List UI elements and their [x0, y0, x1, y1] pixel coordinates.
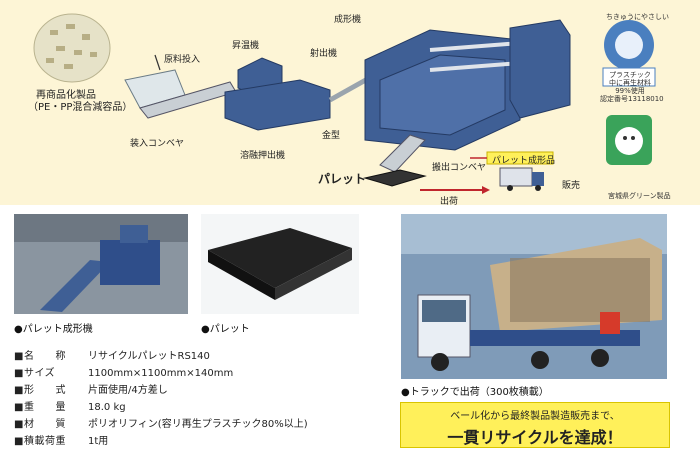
recycled-products-label: 再商品化製品 — [36, 90, 96, 101]
molding-machine-label: 成形機 — [334, 15, 362, 25]
spec-key: ■サイズ — [14, 368, 56, 379]
process-diagram — [0, 0, 700, 205]
out-conveyor-label: 搬出コンベヤ — [432, 163, 487, 173]
spec-key: ■重 量 — [14, 402, 66, 413]
eco-badge-arc-text: ちきゅうにやさしい — [606, 13, 669, 21]
pallet-product — [363, 169, 427, 187]
spec-row: ■積載荷重 1t用 — [14, 433, 308, 450]
pallet-label: パレット — [318, 172, 367, 186]
input-conveyor-label: 装入コンベヤ — [130, 139, 185, 149]
mold-label: 金型 — [322, 131, 341, 141]
pallet-caption: ●パレット — [201, 324, 250, 335]
green-product-label: 宮城県グリーン製品 — [608, 192, 671, 200]
recycling-callout: ベール化から最終製品製造販売まで、 一貫リサイクルを達成！ — [400, 402, 670, 448]
spec-row: ■形 式 片面使用/4方差し — [14, 382, 308, 399]
callout-line1: ベール化から最終製品製造販売まで、 — [450, 411, 620, 422]
spec-key: ■積載荷重 — [14, 436, 66, 447]
melt-extruder — [224, 79, 331, 131]
spec-row: ■材 質 ポリオリフィン(容リ再生プラスチック80%以上) — [14, 416, 308, 433]
spec-row: ■名 称 リサイクルパレットRS140 — [14, 348, 308, 365]
spec-value: ポリオリフィン(容リ再生プラスチック80%以上) — [88, 419, 308, 430]
material-input-label: 原料投入 — [164, 55, 201, 65]
spec-value: 1t用 — [88, 436, 109, 447]
spec-value: 片面使用/4方差し — [88, 385, 168, 396]
recycled-products-sub-label: （PE・PP混合減容品） — [28, 102, 133, 113]
melt-extruder-label: 溶融押出機 — [240, 151, 286, 161]
spec-list: ■名 称 リサイクルパレットRS140 ■サイズ 1100mm×1100mm×140… — [14, 348, 308, 450]
truck-caption: ●トラックで出荷（300枚積載） — [401, 387, 549, 398]
out-conveyor — [379, 134, 426, 173]
spec-key: ■名 称 — [14, 351, 66, 362]
sales-label: 販売 — [562, 181, 581, 191]
spec-row: ■重 量 18.0 kg — [14, 399, 308, 416]
molding-clamp — [509, 19, 571, 119]
cert-number: 認定番号13118010 — [600, 95, 664, 103]
truck-cargo — [499, 167, 533, 187]
pallet-product-label: パレット成形品 — [492, 156, 556, 166]
callout-line2: 一貫リサイクルを達成！ — [447, 428, 623, 447]
eco-badge-text: プラスチック中に再生材料99%使用 — [609, 71, 651, 95]
heater-label: 昇温機 — [232, 41, 260, 51]
injection-unit-label: 射出機 — [310, 49, 338, 59]
spec-key: ■材 質 — [14, 419, 66, 430]
spec-value: 1100mm×1100mm×140mm — [88, 368, 234, 379]
truck-cab — [532, 172, 544, 186]
spec-row: ■サイズ 1100mm×1100mm×140mm — [14, 365, 308, 382]
shipping-label: 出荷 — [440, 197, 459, 207]
pellet-texture — [46, 24, 97, 69]
machine-caption: ●パレット成形機 — [14, 324, 93, 335]
spec-key: ■形 式 — [14, 385, 66, 396]
spec-value: 18.0 kg — [88, 402, 126, 413]
spec-value: リサイクルパレットRS140 — [88, 351, 210, 362]
